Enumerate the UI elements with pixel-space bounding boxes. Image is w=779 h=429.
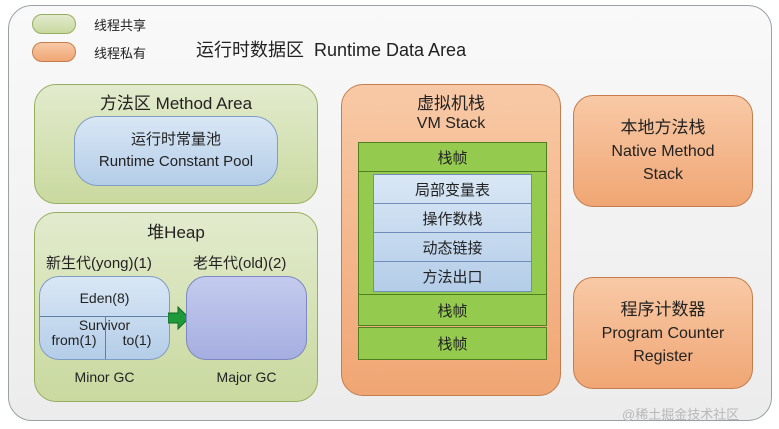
old-generation-title: 老年代(old)(2) [193, 255, 287, 272]
stack-frame-top: 栈帧 [358, 142, 547, 172]
watermark: @稀土掘金技术社区 [622, 407, 740, 422]
constant-pool-name-cn: 运行时常量池 [130, 131, 221, 148]
heap-title: 堆Heap [147, 222, 205, 242]
promotion-arrow-icon [168, 305, 190, 331]
native-method-stack: 本地方法栈 Native Method Stack [573, 95, 753, 207]
runtime-constant-pool: 运行时常量池 Runtime Constant Pool [74, 116, 278, 186]
native-stack-title-cn: 本地方法栈 [620, 118, 706, 137]
return-address: 方法出口 [422, 269, 483, 286]
young-divider-vertical [105, 316, 106, 359]
program-counter-register: 程序计数器 Program Counter Register [573, 277, 753, 389]
dynamic-linking: 动态链接 [374, 233, 531, 262]
minor-gc-label: Minor GC [74, 369, 135, 385]
survivor-label: Survivor [78, 317, 131, 333]
young-generation-title: 新生代(yong)(1) [46, 255, 152, 272]
young-divider-horizontal [40, 316, 169, 317]
survivor-to: to(1) [122, 332, 152, 348]
local-variable-table: 局部变量表 [374, 175, 531, 204]
legend-private-swatch [32, 42, 76, 62]
major-gc-label: Major GC [216, 369, 277, 385]
legend-private-label: 线程私有 [94, 46, 147, 61]
constant-pool-name-en: Runtime Constant Pool [98, 153, 254, 170]
operand-stack: 操作数栈 [374, 204, 531, 233]
pc-register-title-cn: 程序计数器 [620, 300, 706, 319]
legend-shared-swatch [32, 14, 76, 34]
survivor-from: from(1) [51, 332, 97, 348]
native-stack-title-en-1: Native Method [611, 143, 715, 160]
method-area-title: 方法区 Method Area [99, 93, 253, 113]
pc-register-title-en-1: Program Counter [601, 325, 725, 342]
stack-frame-middle: 栈帧 [358, 294, 547, 326]
native-stack-title-en-2: Stack [642, 166, 683, 183]
stack-frame-bottom: 栈帧 [358, 327, 547, 360]
old-generation-box [186, 276, 307, 360]
vm-stack-title-cn: 虚拟机栈 [417, 93, 485, 113]
young-generation-box [39, 276, 170, 360]
eden-space: Eden(8) [79, 290, 130, 306]
frame-contents: 局部变量表 操作数栈 动态链接 方法出口 [373, 174, 532, 292]
page-title: 运行时数据区 Runtime Data Area [196, 40, 467, 60]
legend-shared-label: 线程共享 [94, 18, 147, 33]
vm-stack-title-en: VM Stack [416, 115, 486, 132]
pc-register-title-en-2: Register [633, 348, 693, 365]
